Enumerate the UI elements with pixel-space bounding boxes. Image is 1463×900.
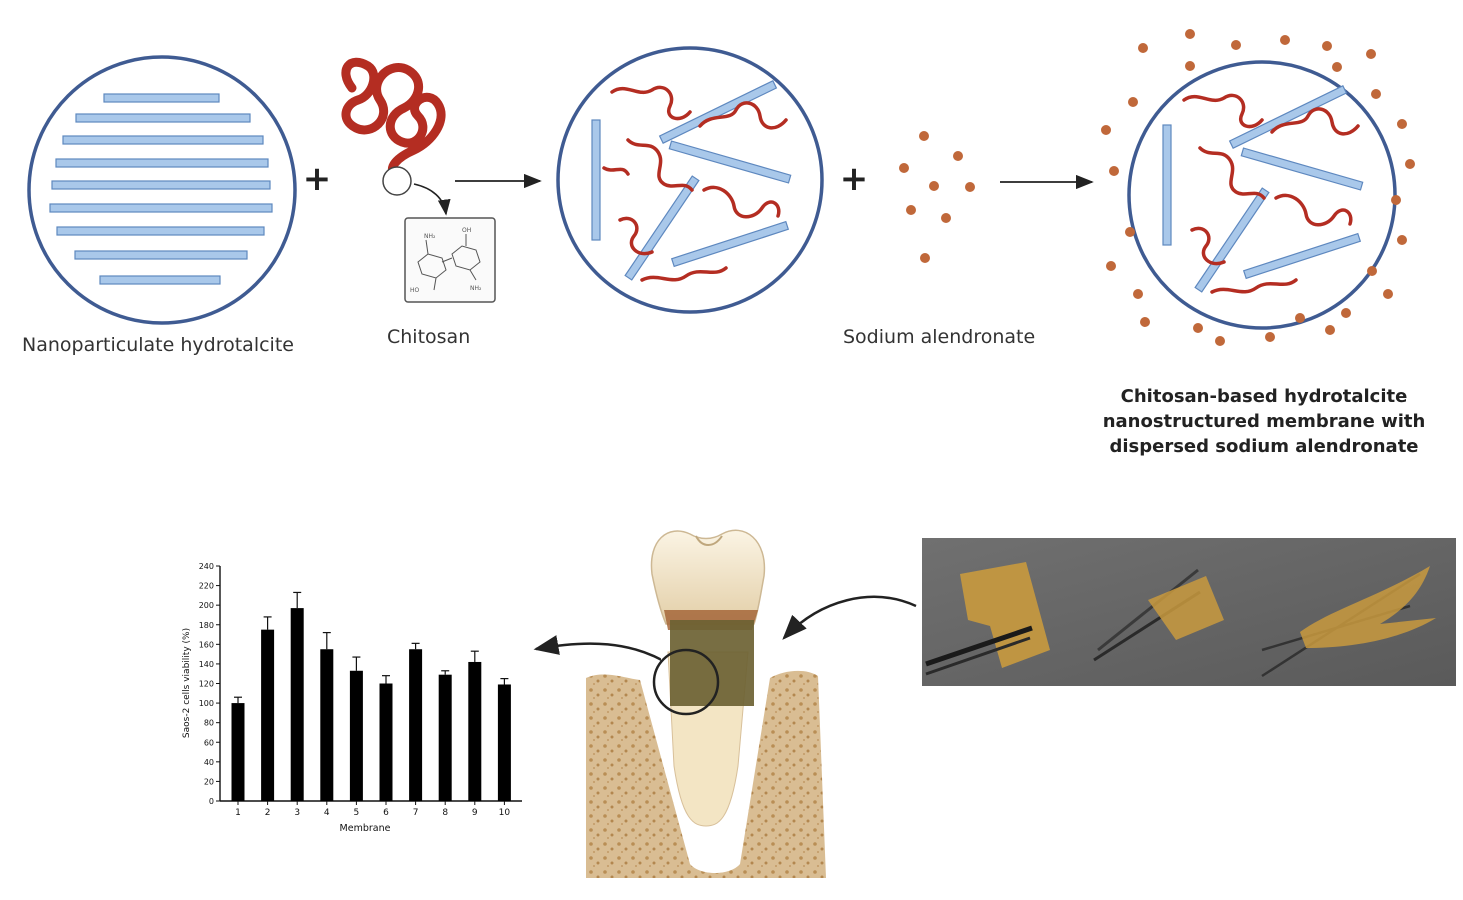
bar <box>468 661 482 801</box>
y-tick-label: 220 <box>199 582 214 591</box>
y-tick-label: 100 <box>199 699 214 708</box>
bar <box>290 608 304 801</box>
y-tick-label: 240 <box>199 562 214 571</box>
svg-text:NH₂: NH₂ <box>424 233 436 240</box>
y-tick-label: 140 <box>199 660 214 669</box>
x-tick-label: 10 <box>499 808 511 818</box>
y-tick-label: 0 <box>209 797 214 806</box>
membrane-title-line-2: nanostructured membrane with <box>1102 411 1426 432</box>
bar <box>349 670 363 801</box>
y-tick-label: 20 <box>204 777 214 786</box>
svg-text:HO: HO <box>410 287 420 294</box>
tooth-bone-illustration <box>586 529 826 878</box>
bar <box>497 684 511 801</box>
alendronate-label: Sodium alendronate <box>843 326 1036 348</box>
x-axis-label: Membrane <box>340 823 391 834</box>
curved-arrow-to-chart <box>533 635 673 668</box>
bar <box>231 703 245 801</box>
chitosan-label: Chitosan <box>387 326 471 348</box>
x-tick-label: 7 <box>413 808 419 818</box>
bar <box>409 649 423 801</box>
svg-text:OH: OH <box>462 227 471 234</box>
plus-sign-1: + <box>303 159 332 199</box>
x-tick-label: 4 <box>324 808 330 818</box>
x-tick-label: 9 <box>472 808 478 818</box>
bar <box>438 674 452 801</box>
curved-arrow-to-tooth <box>782 595 917 640</box>
alendronate-particles <box>899 131 975 263</box>
y-tick-label: 180 <box>199 621 214 630</box>
x-tick-label: 6 <box>383 808 389 818</box>
membrane-title-line-1: Chitosan-based hydrotalcite <box>1120 386 1408 407</box>
x-tick-label: 5 <box>354 808 360 818</box>
chitosan-structure-box: NH₂ OH HO NH₂ <box>404 217 496 303</box>
membrane-particle <box>1101 29 1415 346</box>
hydrotalcite-particle <box>27 55 297 325</box>
y-tick-label: 60 <box>204 738 214 747</box>
bar <box>379 683 393 801</box>
x-tick-label: 1 <box>235 808 241 818</box>
y-tick-label: 160 <box>199 640 214 649</box>
membrane-photo <box>922 538 1456 686</box>
chitosan-polymer-icon <box>341 57 451 216</box>
membrane-title: Chitosan-based hydrotalcite nanostructur… <box>1084 384 1444 459</box>
bar <box>320 649 334 801</box>
viability-bar-chart: 0 20 40 60 80 100 120 140 160 180 200 220 240 1 2 3 4 5 6 7… <box>182 562 522 834</box>
y-tick-label: 40 <box>204 758 214 767</box>
magnifier-circle <box>652 648 720 716</box>
y-tick-label: 200 <box>199 601 214 610</box>
y-tick-label: 80 <box>204 719 214 728</box>
bar <box>261 629 275 801</box>
membrane-title-line-3: dispersed sodium alendronate <box>1109 436 1419 457</box>
hydrotalcite-label: Nanoparticulate hydrotalcite <box>22 334 294 356</box>
x-tick-label: 8 <box>442 808 448 818</box>
composite-particle <box>556 46 824 314</box>
svg-text:NH₂: NH₂ <box>470 285 482 292</box>
x-tick-label: 3 <box>294 808 300 818</box>
y-axis-label: Saos-2 cells viability (%) <box>182 628 192 738</box>
y-tick-label: 120 <box>199 680 214 689</box>
plus-sign-2: + <box>840 159 869 199</box>
x-tick-label: 2 <box>265 808 271 818</box>
